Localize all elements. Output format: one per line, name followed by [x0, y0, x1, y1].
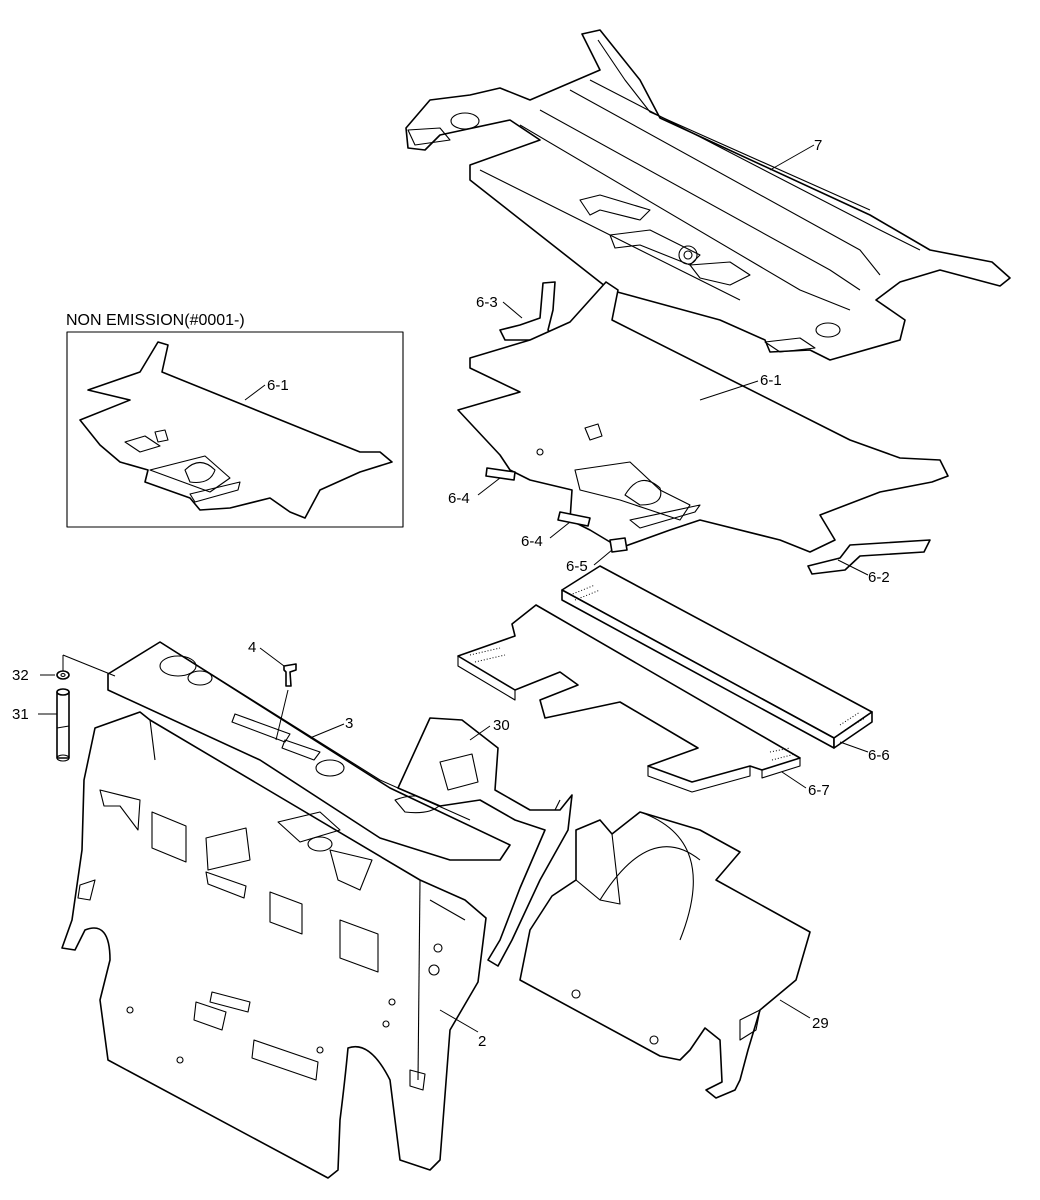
part-6-5-pad [609, 537, 628, 553]
label-32: 32 [12, 667, 29, 684]
label-6-1: 6-1 [760, 372, 782, 389]
part-32-washer [56, 670, 70, 680]
inset-non-emission: NON EMISSION(#0001-) [66, 312, 404, 528]
label-6-4-b: 6-4 [521, 533, 543, 550]
label-6-5: 6-5 [566, 558, 588, 575]
label-6-2: 6-2 [868, 569, 890, 586]
label-30: 30 [493, 717, 510, 734]
inset-label-6-1: 6-1 [267, 377, 289, 394]
part-6-7-base [457, 604, 801, 793]
part-6-6-block [561, 565, 873, 749]
label-6-7: 6-7 [808, 782, 830, 799]
label-31: 31 [12, 706, 29, 723]
label-6-3: 6-3 [476, 294, 498, 311]
part-7-floor-plate [405, 29, 1011, 361]
label-6-4-a: 6-4 [448, 490, 470, 507]
part-4-bolt [283, 663, 297, 687]
label-29: 29 [812, 1015, 829, 1032]
part-6-4-pad-a [485, 467, 516, 481]
label-7: 7 [814, 137, 822, 154]
label-6-6: 6-6 [868, 747, 890, 764]
part-30-side-plate [397, 717, 573, 967]
part-2-main-frame [61, 711, 487, 1179]
part-6-2-strip [807, 539, 931, 575]
part-31-pin [56, 688, 70, 762]
inset-title: NON EMISSION(#0001-) [66, 312, 245, 329]
part-6-3-strip [499, 281, 556, 341]
label-4: 4 [248, 639, 256, 656]
part-29-cover [519, 811, 811, 1099]
label-2: 2 [478, 1033, 486, 1050]
label-3: 3 [345, 715, 353, 732]
part-6-4-pad-b [557, 511, 591, 527]
part-6-1-mat [457, 281, 949, 553]
part-3-top-panel [107, 641, 511, 861]
